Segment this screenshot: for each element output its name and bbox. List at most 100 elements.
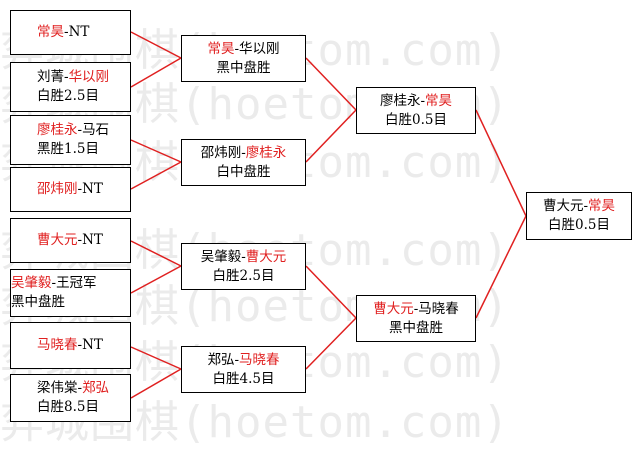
player-name: 王冠军 [56, 275, 97, 291]
bracket-connectors [130, 31, 527, 399]
player-name: 邵炜刚 [200, 144, 242, 161]
match-box-round1: 马晓春-NT [10, 322, 131, 369]
player-name: 刘菁 [37, 69, 64, 85]
player-name: 常昊 [425, 92, 453, 109]
player-name: NT [68, 24, 90, 40]
player-name: 马石 [82, 122, 110, 138]
player-name: 华以刚 [68, 69, 110, 85]
match-players: 刘菁-华以刚 [37, 68, 130, 87]
match-result: 白胜0.5目 [548, 217, 610, 233]
player-separator: - [64, 69, 69, 85]
player-name: 曹大元 [373, 300, 414, 317]
connector-line [305, 317, 357, 370]
player-separator: - [51, 275, 57, 291]
match-result: 黑胜1.5目 [37, 141, 99, 157]
player-name: 曹大元 [245, 248, 287, 265]
player-name: 马晓春 [37, 337, 78, 353]
connector-line [130, 139, 182, 163]
player-separator: - [77, 380, 83, 396]
player-name: 吴肇毅 [11, 275, 52, 291]
match-box-round3: 曹大元-马晓春 黑中盘胜 [356, 295, 476, 342]
match-players: 吴肇毅-曹大元 [182, 248, 305, 267]
match-box-round3: 廖桂永-常昊 白胜0.5目 [356, 87, 476, 134]
player-name: 吴肇毅 [200, 248, 242, 265]
player-separator: - [413, 300, 419, 317]
player-separator: - [77, 232, 83, 248]
match-box-round2: 常昊-华以刚 黑中盘胜 [181, 35, 306, 82]
match-result: 黑中盘胜 [216, 59, 271, 76]
match-result: 黑中盘胜 [11, 294, 65, 310]
match-players: 廖桂永-马石 [37, 121, 130, 140]
connector-line [305, 265, 357, 319]
player-separator: - [420, 92, 426, 109]
player-name: 马晓春 [239, 351, 280, 368]
player-name: 邵炜刚 [37, 181, 78, 197]
match-result: 白胜2.5目 [37, 88, 99, 104]
player-separator: - [77, 337, 83, 353]
player-name: 梁伟棠 [37, 380, 78, 396]
match-result: 白胜0.5目 [385, 111, 447, 128]
match-box-round1: 邵炜刚-NT [10, 167, 131, 212]
player-separator: - [583, 198, 589, 214]
match-players: 常昊-NT [37, 23, 130, 42]
player-name: 郑弘 [207, 351, 235, 368]
connector-line [305, 57, 357, 111]
connector-line [130, 265, 182, 294]
player-separator: - [234, 40, 240, 57]
player-name: NT [82, 181, 103, 197]
connector-line [130, 368, 182, 399]
player-name: 马晓春 [418, 300, 459, 317]
match-players: 马晓春-NT [37, 336, 130, 355]
match-players: 廖桂永-常昊 [357, 92, 475, 111]
match-players: 曹大元-马晓春 [357, 300, 475, 319]
match-box-round2: 吴肇毅-曹大元 白胜2.5目 [181, 243, 306, 290]
match-box-round2: 郑弘-马晓春 白胜4.5目 [181, 346, 306, 393]
player-name: 郑弘 [82, 380, 110, 396]
player-separator: - [64, 24, 69, 40]
match-box-round1: 曹大元-NT [10, 218, 131, 263]
match-players: 常昊-华以刚 [182, 40, 305, 59]
match-box-round1: 常昊-NT [10, 10, 131, 55]
connector-line [475, 109, 527, 217]
match-players: 曹大元-常昊 [527, 197, 631, 216]
match-box-round2: 邵炜刚-廖桂永 白中盘胜 [181, 139, 306, 186]
match-players: 梁伟棠-郑弘 [37, 379, 130, 398]
player-separator: - [77, 122, 83, 138]
connector-line [130, 31, 182, 59]
player-name: 曹大元 [37, 232, 78, 248]
match-result: 白胜2.5目 [212, 267, 275, 284]
player-name: 曹大元 [542, 198, 584, 214]
player-name: 廖桂永 [379, 92, 421, 109]
player-name: NT [82, 232, 103, 248]
match-players: 邵炜刚-NT [37, 180, 130, 199]
match-box-round1: 吴肇毅-王冠军 黑中盘胜 [10, 269, 131, 317]
player-name: NT [82, 337, 103, 353]
player-separator: - [241, 144, 246, 161]
player-separator: - [241, 248, 246, 265]
match-result: 白胜8.5目 [37, 399, 99, 415]
match-result: 白中盘胜 [216, 163, 271, 180]
match-players: 邵炜刚-廖桂永 [182, 144, 305, 163]
player-name: 廖桂永 [245, 144, 287, 161]
connector-line [130, 346, 182, 370]
connector-line [475, 215, 527, 319]
match-players: 曹大元-NT [37, 231, 130, 250]
connector-line [130, 240, 182, 267]
player-name: 华以刚 [239, 40, 280, 57]
match-box-round1: 梁伟棠-郑弘 白胜8.5目 [10, 374, 131, 422]
player-name: 廖桂永 [37, 122, 78, 138]
player-name: 常昊 [588, 198, 616, 214]
connector-line [305, 109, 357, 163]
player-name: 常昊 [37, 24, 64, 40]
connector-line [130, 161, 182, 190]
match-box-final: 曹大元-常昊 白胜0.5目 [526, 192, 632, 240]
match-result: 黑中盘胜 [389, 319, 443, 336]
match-box-round1: 廖桂永-马石 黑胜1.5目 [10, 115, 131, 165]
match-players: 吴肇毅-王冠军 [11, 274, 130, 293]
player-separator: - [77, 181, 83, 197]
player-name: 常昊 [207, 40, 235, 57]
connector-line [130, 57, 182, 88]
match-result: 白胜4.5目 [212, 370, 275, 387]
match-box-round1: 刘菁-华以刚 白胜2.5目 [10, 62, 131, 112]
player-separator: - [234, 351, 240, 368]
